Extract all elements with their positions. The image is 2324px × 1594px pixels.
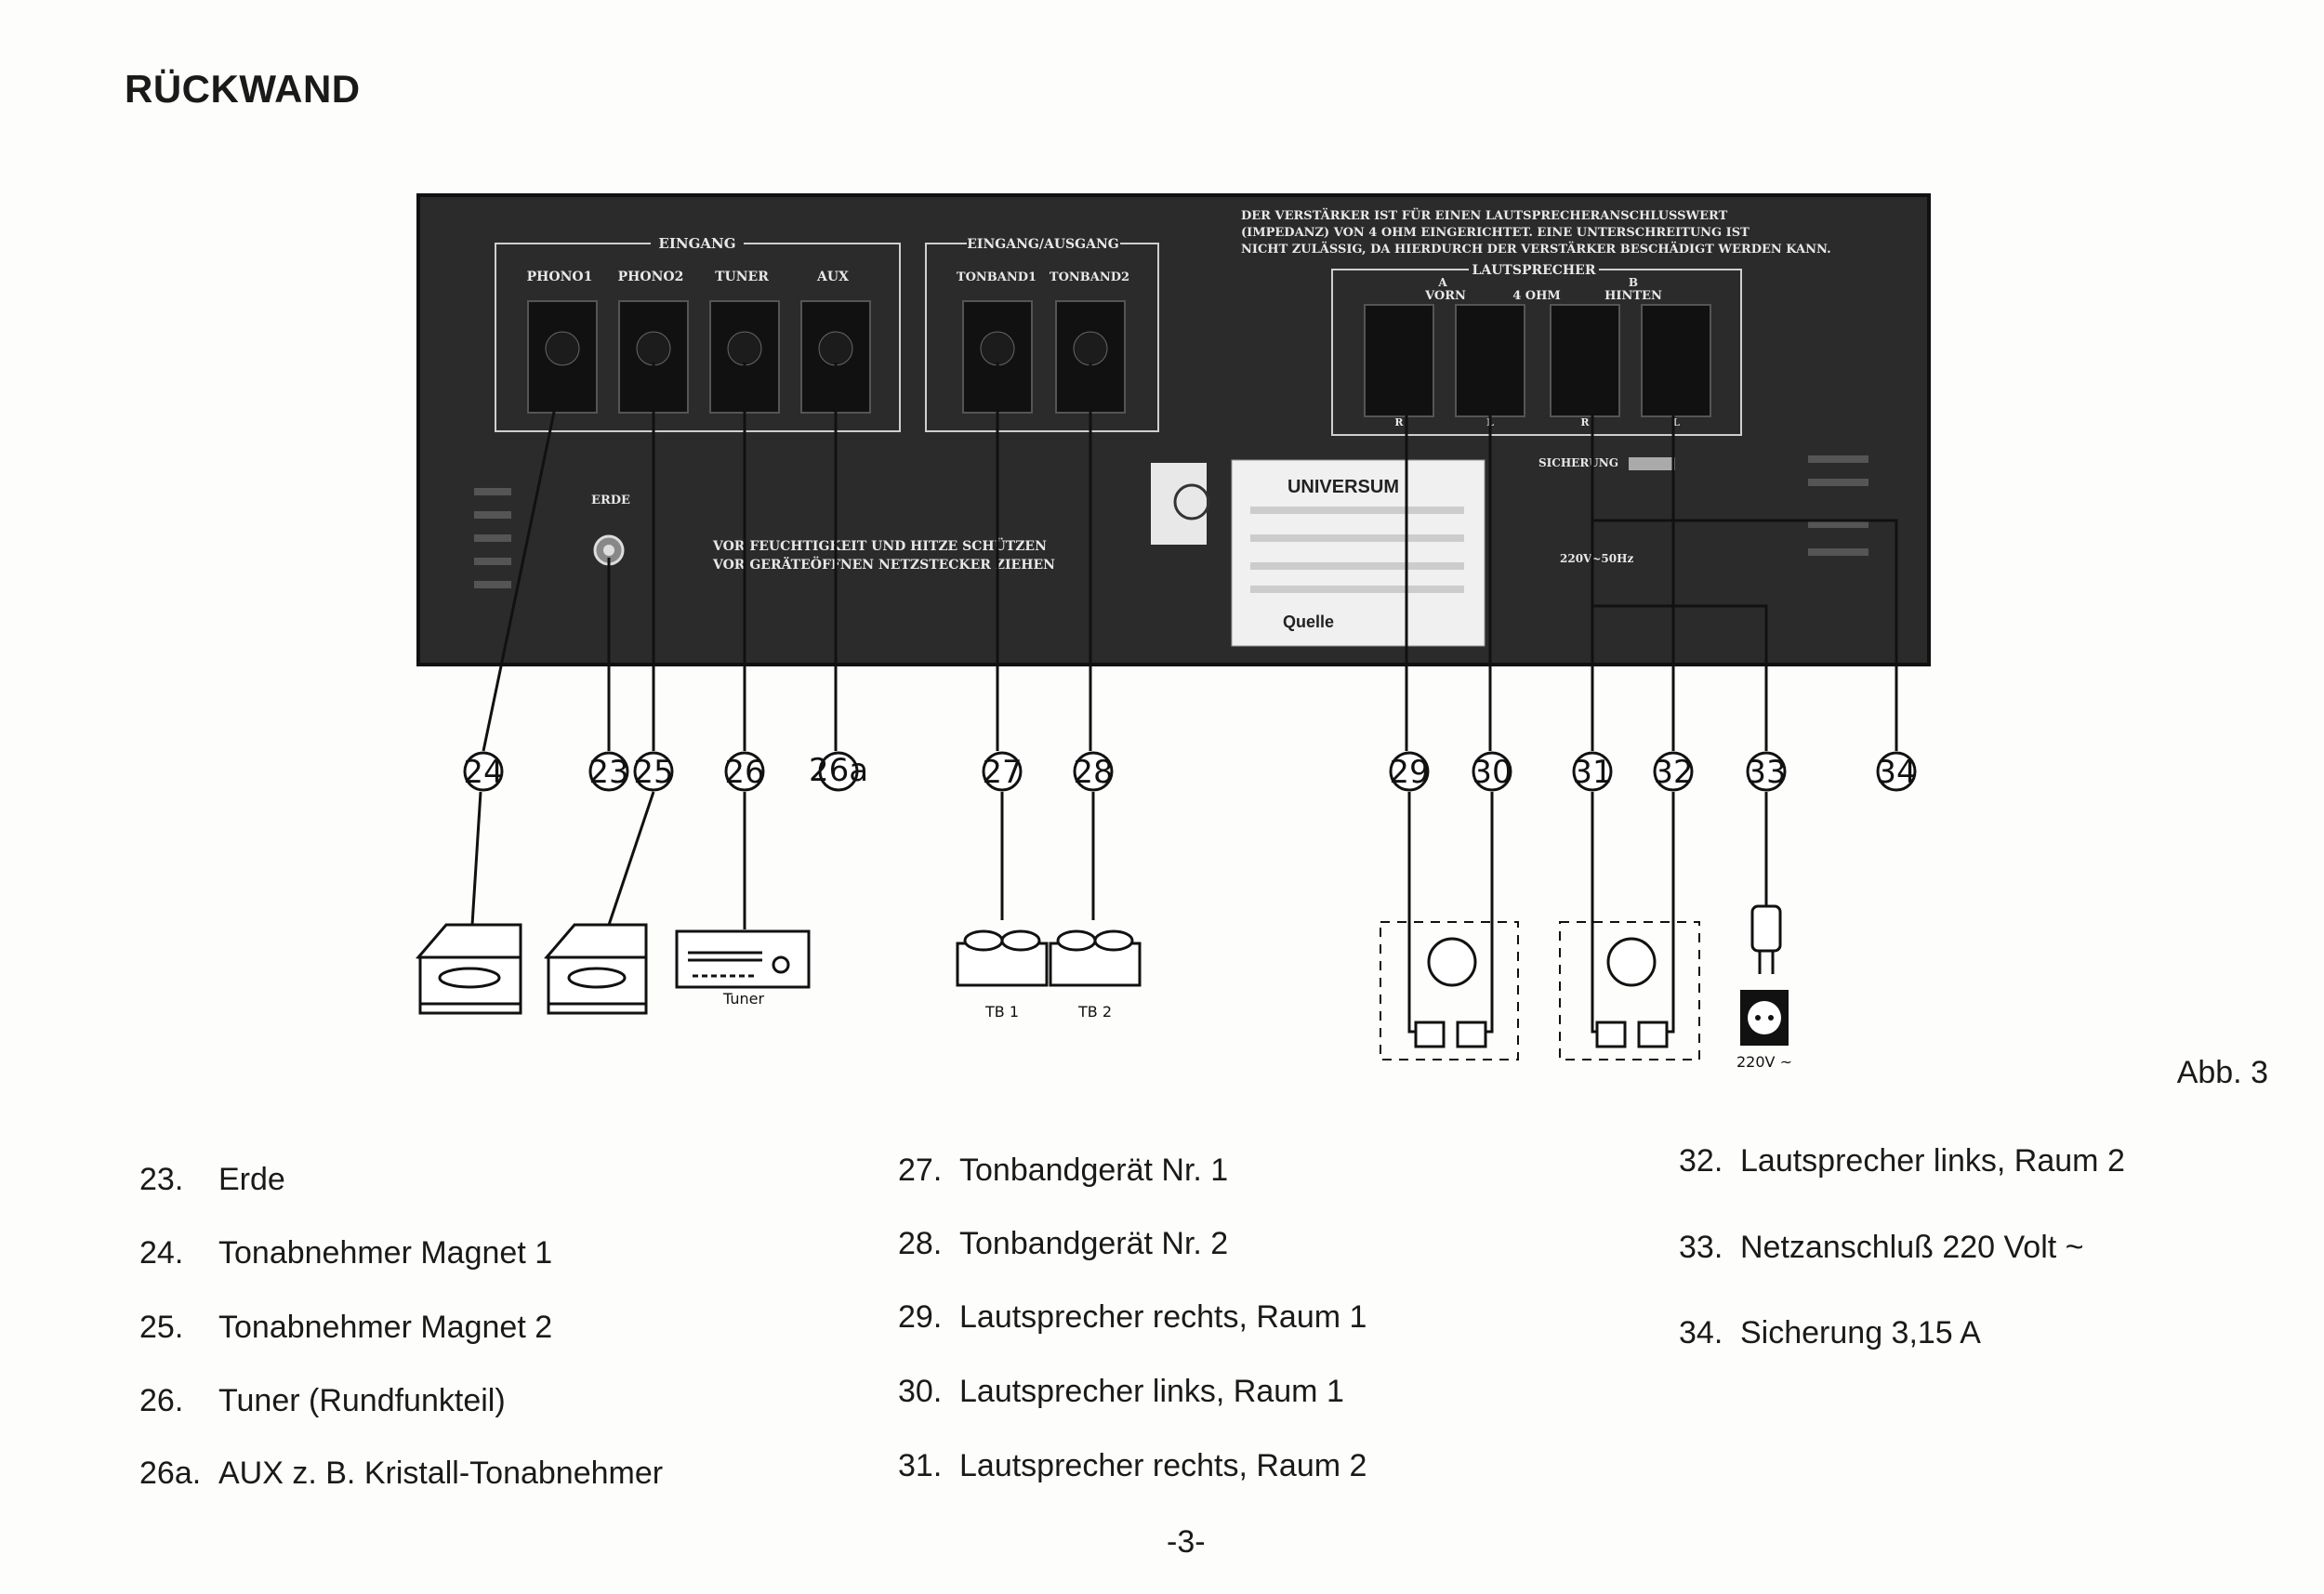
svg-text:31: 31 [1572, 754, 1612, 791]
eingang-ausgang-group-label: EINGANG/AUSGANG [967, 237, 1118, 252]
speaker-lr-1: R [1394, 416, 1404, 428]
leader-lines [482, 353, 1898, 752]
legend-item-31: 31.Lautsprecher rechts, Raum 2 [898, 1448, 1367, 1483]
figure-label: Abb. 3 [2176, 1055, 2268, 1090]
callout-25: 25 [633, 751, 674, 792]
speaker-a-label: A [1437, 276, 1447, 289]
socket-label-tuner: TUNER [715, 270, 769, 284]
fuse-holder [1629, 457, 1675, 470]
legend-item-27: 27.Tonbandgerät Nr. 1 [898, 1153, 1229, 1188]
callout-29: 29 [1389, 751, 1430, 792]
svg-text:27: 27 [982, 754, 1022, 791]
legend-item-25: 25.Tonabnehmer Magnet 2 [139, 1310, 553, 1345]
speaker-room-1 [1380, 921, 1519, 1060]
svg-text:32: 32 [1653, 754, 1693, 791]
legend-item-30: 30.Lautsprecher links, Raum 1 [898, 1374, 1344, 1409]
plate-maker: Quelle [1283, 613, 1334, 631]
rear-panel [418, 195, 1929, 665]
callout-23: 23 [588, 751, 629, 792]
speaker-socket-a-r [1364, 304, 1434, 417]
eingang-group-label: EINGANG [658, 235, 735, 252]
moisture-warning-line-2: VOR GERÄTEÖFFNEN NETZSTECKER ZIEHEN [712, 555, 1055, 573]
lautsprecher-group-label: LAUTSPRECHER [1472, 263, 1596, 278]
svg-text:26a: 26a [809, 752, 868, 789]
turntable-1-icon [416, 923, 522, 1015]
socket-label-aux: AUX [816, 270, 849, 284]
legend-item-26a: 26a.AUX z. B. Kristall-Tonabnehmer [139, 1456, 664, 1491]
svg-text:30: 30 [1472, 754, 1512, 791]
legend-item-33: 33.Netzanschluß 220 Volt ~ [1679, 1230, 2084, 1265]
tb2-label: TB 2 [1077, 1003, 1112, 1021]
impedance-warning-line-2: (IMPEDANZ) VON 4 OHM EINGERICHTET. EINE … [1241, 226, 1750, 240]
sicherung-panel-label: SICHERUNG [1538, 456, 1618, 469]
plate-brand: UNIVERSUM [1287, 477, 1399, 497]
ground-terminal [593, 534, 625, 566]
socket-label-tonband1: TONBAND1 [957, 270, 1037, 284]
right-vents [1808, 455, 1868, 556]
wall-outlet-icon [1740, 990, 1789, 1046]
socket-label-phono1: PHONO1 [527, 270, 593, 284]
legend-item-29: 29.Lautsprecher rechts, Raum 1 [898, 1299, 1367, 1335]
speaker-socket-b-r [1550, 304, 1620, 417]
speaker-room-2 [1559, 921, 1700, 1060]
callout-33: 33 [1746, 751, 1787, 792]
svg-text:26: 26 [724, 754, 764, 791]
tuner-label: Tuner [722, 990, 764, 1008]
tape-deck-2-icon [1049, 929, 1142, 987]
callout-30: 30 [1472, 751, 1512, 792]
mains-plug-icon [1750, 904, 1782, 974]
callout-34: 34 [1876, 751, 1917, 792]
callout-26: 26 [724, 751, 765, 792]
legend-item-23: 23.Erde [139, 1162, 285, 1197]
svg-text:24: 24 [463, 754, 503, 791]
speaker-lr-4: L [1672, 416, 1680, 428]
svg-text:29: 29 [1389, 754, 1429, 791]
mains-panel-label: 220V~50Hz [1560, 552, 1633, 565]
legend-item-28: 28.Tonbandgerät Nr. 2 [898, 1226, 1229, 1261]
svg-text:28: 28 [1073, 754, 1113, 791]
impedance-warning-line-3: NICHT ZULÄSSIG, DA HIERDURCH DER VERSTÄR… [1241, 242, 1831, 257]
left-vents [474, 488, 511, 588]
page-number: -3- [1167, 1524, 1206, 1560]
impedance-warning-line-1: DER VERSTÄRKER IST FÜR EINEN LAUTSPRECHE… [1241, 207, 1728, 223]
din-socket-tuner [709, 300, 780, 414]
speaker-hinten-label: HINTEN [1604, 289, 1662, 303]
speaker-vorn-label: VORN [1424, 289, 1466, 303]
svg-text:33: 33 [1746, 754, 1786, 791]
legend-item-26: 26.Tuner (Rundfunkteil) [139, 1383, 506, 1418]
tuner-icon [675, 929, 811, 989]
moisture-warning-line-1: VOR FEUCHTIGKEIT UND HITZE SCHÜTZEN [712, 536, 1047, 554]
rating-plate: UNIVERSUM Quelle [1151, 459, 1486, 647]
legend-item-34: 34.Sicherung 3,15 A [1679, 1315, 1981, 1350]
speaker-lr-3: R [1580, 416, 1590, 428]
speaker-socket-b-l [1641, 304, 1711, 417]
svg-text:34: 34 [1876, 754, 1916, 791]
socket-label-tonband2: TONBAND2 [1050, 270, 1129, 284]
erde-panel-label: ERDE [591, 494, 630, 507]
turntable-2-icon [544, 923, 648, 1015]
svg-text:23: 23 [588, 754, 628, 791]
socket-label-phono2: PHONO2 [618, 270, 684, 284]
callout-27: 27 [982, 751, 1023, 792]
callout-26a: 26a [809, 751, 868, 792]
speaker-b-label: B [1629, 276, 1638, 289]
page-title: RÜCKWAND [125, 67, 361, 111]
tape-deck-1-icon [956, 929, 1049, 987]
callout-31: 31 [1572, 751, 1613, 792]
callout-32: 32 [1653, 751, 1694, 792]
legend-item-32: 32.Lautsprecher links, Raum 2 [1679, 1143, 2125, 1179]
legend-item-24: 24.Tonabnehmer Magnet 1 [139, 1235, 553, 1271]
speaker-ohm-label: 4 OHM [1512, 289, 1561, 303]
tb1-label: TB 1 [984, 1003, 1019, 1021]
callout-28: 28 [1073, 751, 1114, 792]
din-socket-phono1 [527, 300, 598, 414]
outlet-label: 220V ~ [1736, 1053, 1792, 1071]
svg-text:25: 25 [633, 754, 673, 791]
callout-24: 24 [463, 751, 504, 792]
